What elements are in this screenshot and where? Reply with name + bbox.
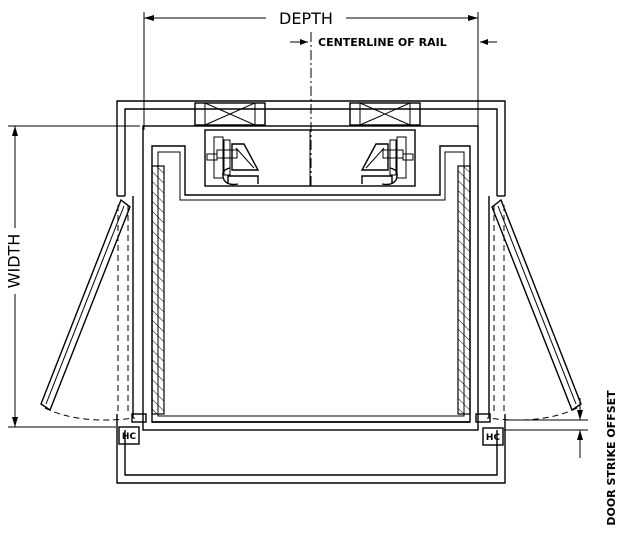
door-strike-offset-label: DOOR STRIKE OFFSET [605,390,618,526]
swing-door-right [486,196,582,421]
door-strike-offset-dimension: DOOR STRIKE OFFSET [504,390,618,526]
counterweight-right [349,102,421,126]
centerline-of-rail: CENTERLINE OF RAIL [290,32,497,188]
hall-call-right: HC [475,413,504,446]
side-wall-left [151,165,165,415]
guide-rail-right [360,136,414,186]
depth-dimension: DEPTH [143,9,479,130]
guide-rail-left [206,136,260,186]
rail-bracket-area [204,129,416,187]
car-enclosure [142,125,479,431]
width-label: WIDTH [5,234,24,289]
swing-door-left [40,196,136,421]
hc-label-right: HC [486,433,501,443]
hc-label-left: HC [122,432,137,442]
hoistway-wall [116,100,506,484]
hall-call-left: HC [118,413,147,445]
counterweight-left [194,102,266,126]
centerline-label: CENTERLINE OF RAIL [318,36,447,49]
depth-label: DEPTH [279,9,333,28]
width-dimension: WIDTH [5,125,140,428]
side-wall-right [457,165,471,415]
